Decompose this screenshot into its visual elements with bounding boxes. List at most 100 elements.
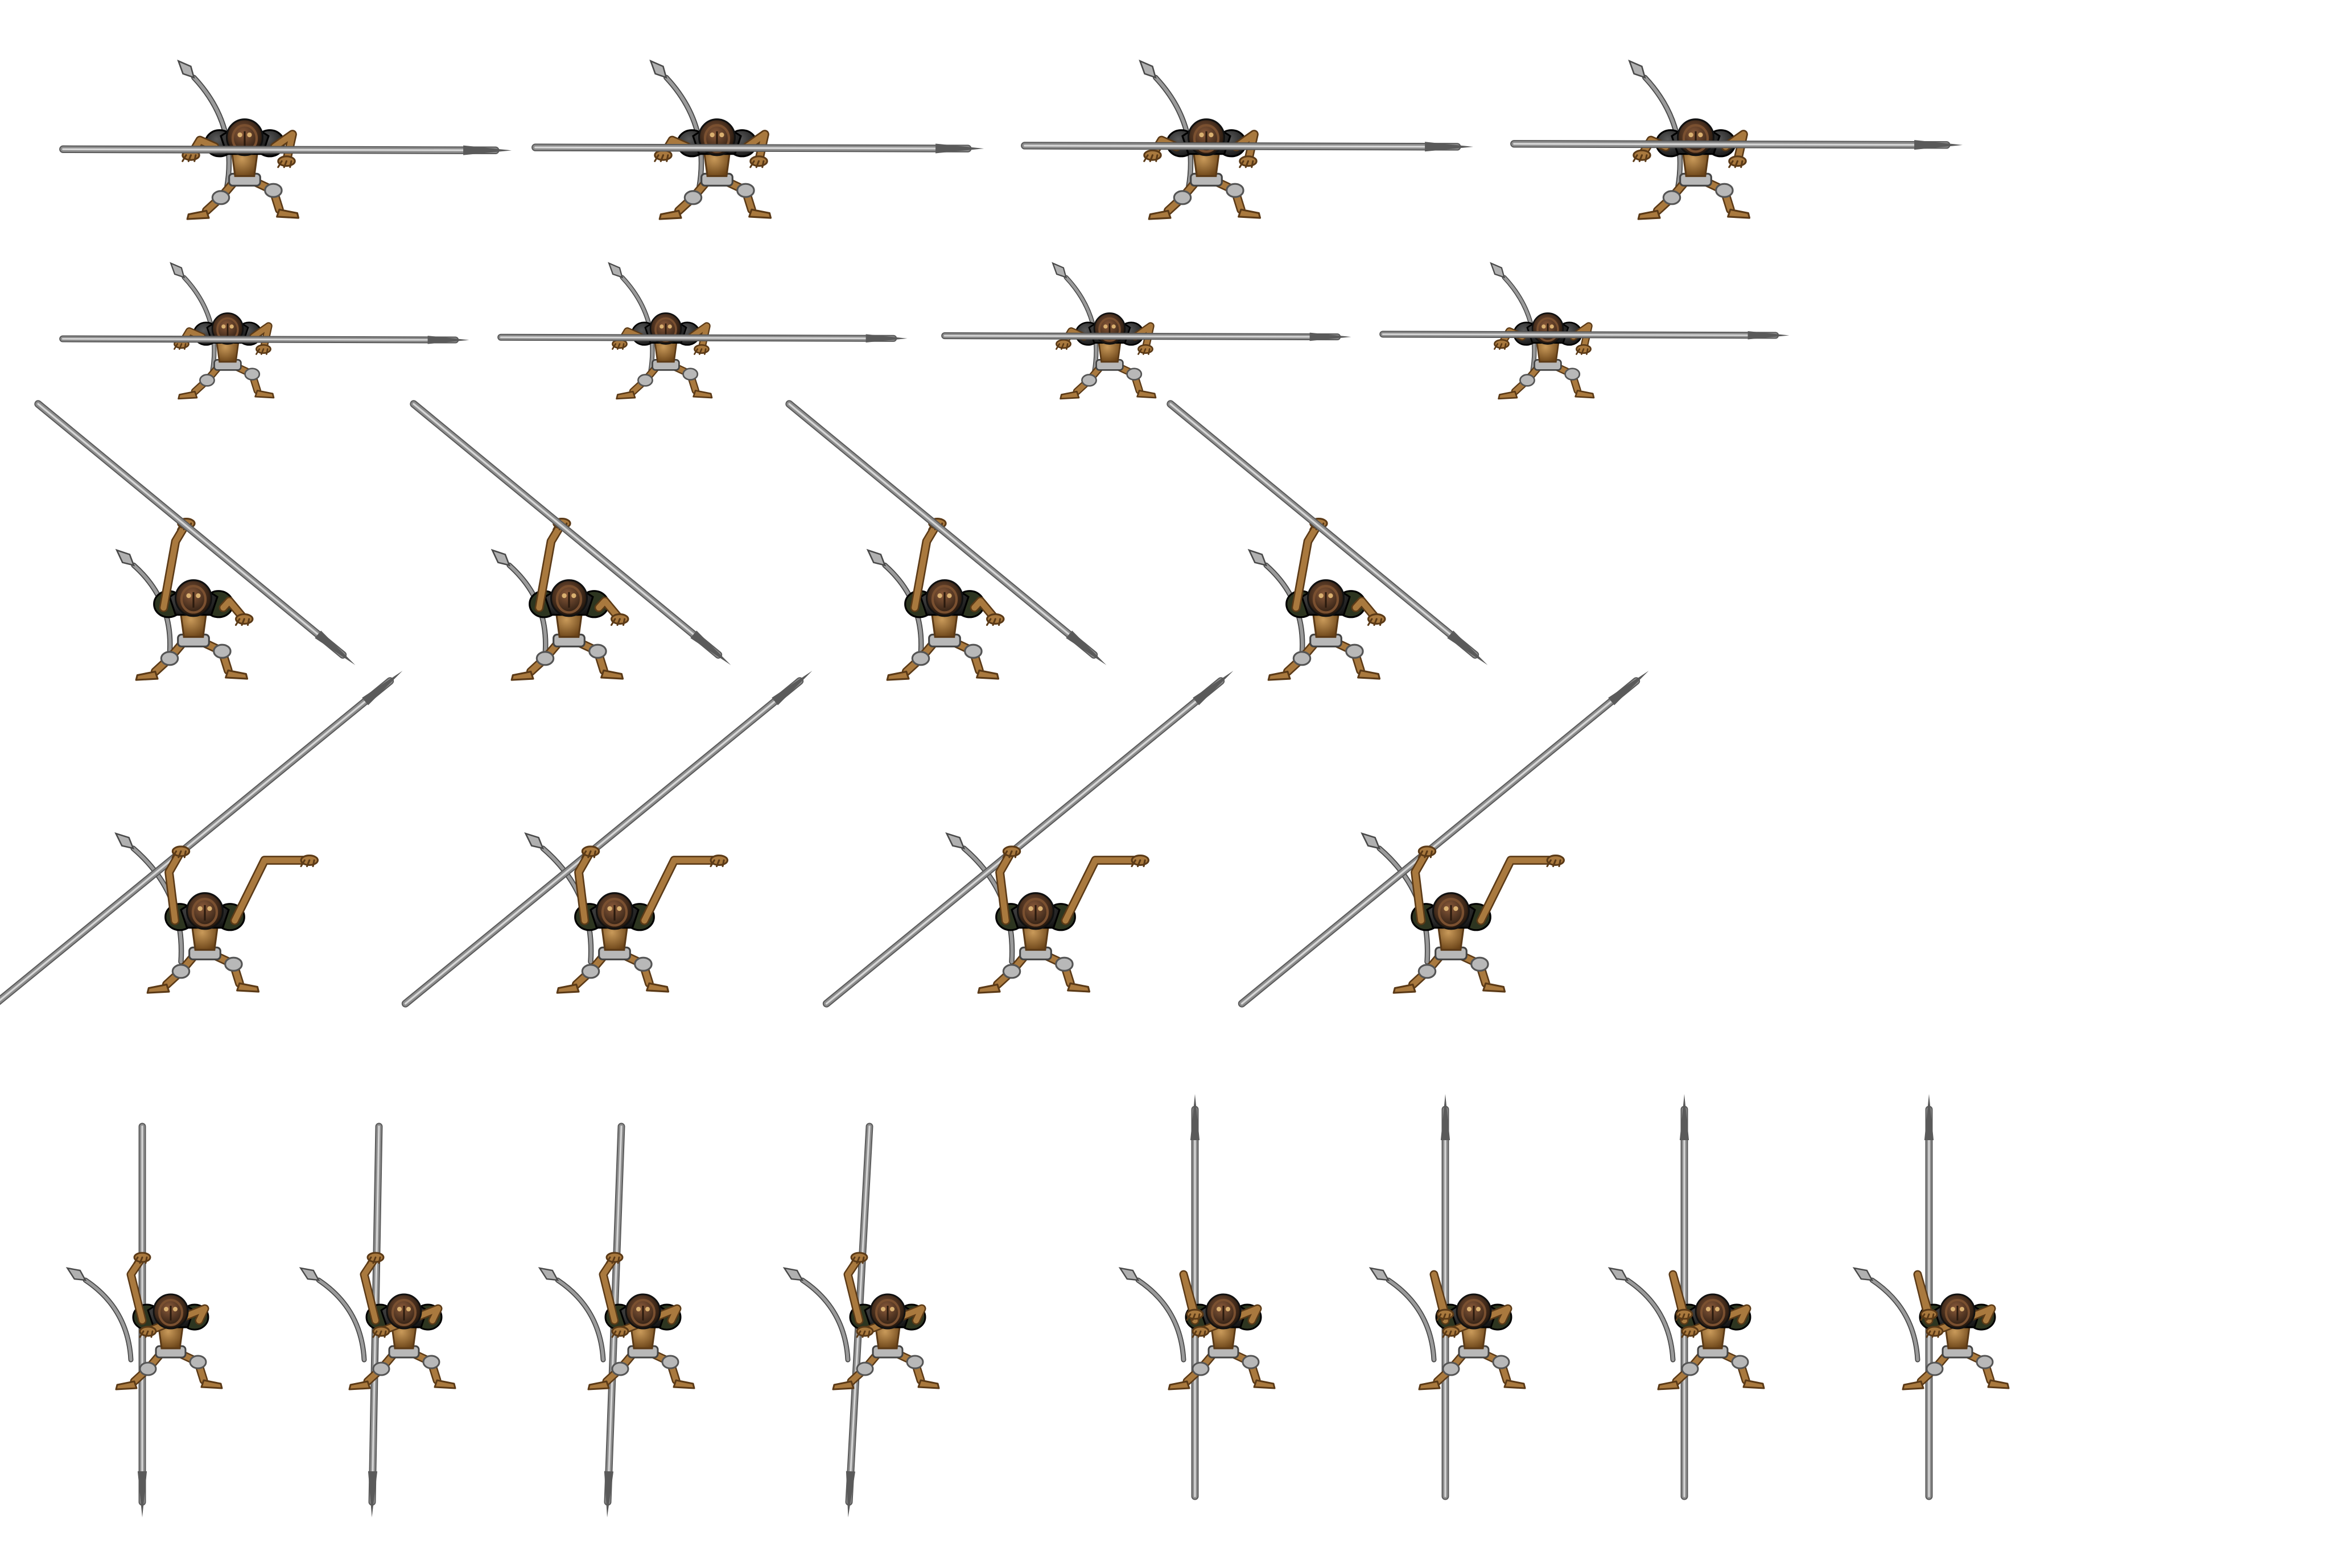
knee-pad	[1492, 1355, 1510, 1369]
knee-pad	[1173, 190, 1192, 205]
eye	[636, 1307, 641, 1311]
knee-pad	[1731, 1355, 1749, 1369]
eye	[1715, 1307, 1720, 1311]
knee-pad	[661, 1355, 679, 1369]
knee-pad	[422, 1355, 440, 1369]
creature	[556, 845, 729, 994]
sprite-frame	[1238, 671, 1649, 1008]
sprite-frame	[0, 671, 403, 1005]
knee-pad	[736, 183, 755, 198]
creature	[1657, 1270, 1765, 1390]
spear	[531, 143, 984, 154]
spear	[1379, 331, 1790, 340]
sprite-frame	[1852, 1094, 2010, 1500]
knee-pad	[964, 643, 983, 659]
creature	[1143, 118, 1262, 220]
spear	[822, 671, 1234, 1008]
tail	[1052, 262, 1099, 375]
eye	[607, 906, 612, 911]
eye	[659, 324, 664, 329]
sprite-frame	[34, 400, 356, 681]
knee-pad	[1442, 1361, 1460, 1376]
sprite-frame	[59, 59, 512, 220]
knee-pad	[634, 956, 653, 972]
sprite-frames	[0, 59, 2010, 1517]
tail	[170, 262, 217, 375]
sprite-frame	[299, 1123, 456, 1517]
eye	[221, 324, 226, 329]
eye	[710, 132, 715, 138]
eye	[196, 593, 201, 599]
spear	[941, 332, 1351, 341]
eye	[571, 593, 576, 599]
creature	[146, 845, 319, 994]
eye	[397, 1307, 402, 1311]
eye	[1209, 132, 1214, 138]
knee-pad	[637, 374, 653, 387]
knee-pad	[535, 651, 555, 666]
knee-pad	[682, 368, 699, 381]
creature	[886, 518, 1005, 681]
knee-pad	[911, 651, 930, 666]
knee-pad	[1345, 643, 1364, 659]
knee-pad	[611, 1361, 629, 1376]
eye	[667, 324, 672, 329]
knee-pad	[1242, 1355, 1260, 1369]
knee-pad	[199, 374, 215, 387]
eye	[947, 593, 952, 599]
sprite-frame	[1021, 59, 1474, 220]
knee-pad	[1926, 1361, 1944, 1376]
knee-pad	[160, 651, 179, 666]
knee-pad	[1564, 368, 1581, 381]
knee-pad	[906, 1355, 924, 1369]
creature	[832, 1252, 940, 1390]
spear	[785, 400, 1107, 666]
eye	[237, 132, 242, 138]
knee-pad	[189, 1355, 207, 1369]
eye	[207, 906, 212, 911]
sprite-frame	[1118, 1094, 1276, 1500]
spear	[1238, 671, 1649, 1008]
sprite-frame	[941, 262, 1351, 400]
eye	[1476, 1307, 1481, 1311]
eye	[173, 1307, 178, 1311]
eye	[1960, 1307, 1964, 1311]
knee-pad	[856, 1361, 874, 1376]
eye	[1698, 132, 1703, 138]
eye	[1318, 593, 1324, 599]
knee-pad	[1417, 964, 1437, 979]
knee-pad	[1681, 1361, 1699, 1376]
knee-pad	[588, 643, 607, 659]
tail	[649, 59, 704, 191]
eye	[645, 1307, 650, 1311]
eye	[1549, 324, 1554, 329]
eye	[1103, 324, 1108, 329]
eye	[1444, 906, 1449, 911]
eye	[881, 1307, 885, 1311]
sprite-frame	[785, 400, 1107, 681]
creature	[654, 118, 772, 220]
knee-pad	[244, 368, 261, 381]
spear	[0, 671, 403, 1005]
eye	[562, 593, 567, 599]
creature	[1902, 1270, 2010, 1390]
eye	[164, 1307, 168, 1311]
knee-pad	[581, 964, 600, 979]
sprite-frame	[497, 262, 908, 400]
creature	[135, 518, 254, 681]
spear	[34, 400, 356, 666]
knee-pad	[1292, 651, 1312, 666]
sprite-frame	[65, 1123, 223, 1517]
knee-pad	[1976, 1355, 1994, 1369]
creature	[1494, 312, 1595, 400]
tail	[782, 1267, 851, 1363]
spear	[1166, 400, 1488, 666]
creature	[174, 312, 275, 400]
eye	[1328, 593, 1333, 599]
eye	[247, 132, 252, 138]
spear	[401, 671, 813, 1008]
creature	[510, 518, 629, 681]
sprite-frame	[531, 59, 984, 220]
sprite-frame	[1369, 1094, 1526, 1500]
